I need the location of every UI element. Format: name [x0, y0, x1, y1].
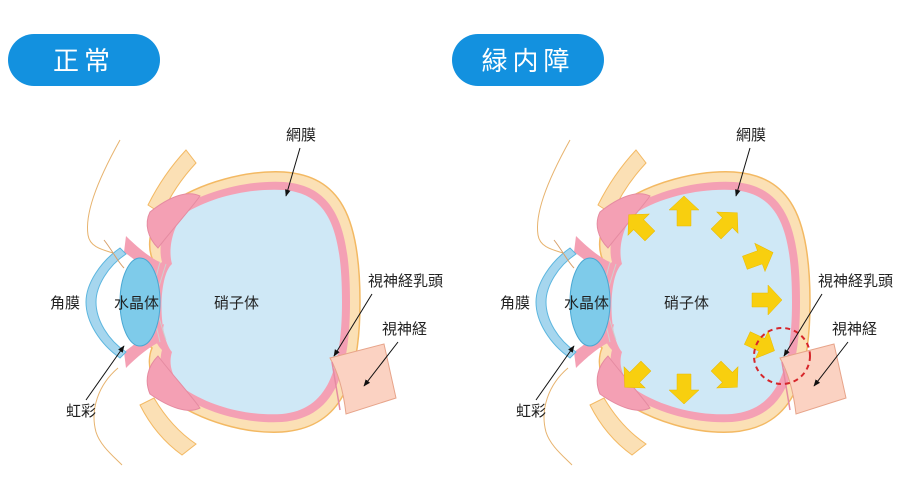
panel-glaucoma: 緑内障 網膜 視神経乳頭 視神経 角膜 水晶体 硝子: [452, 34, 893, 466]
panel-title: 緑内障: [481, 47, 574, 77]
label-cornea: 角膜: [50, 294, 80, 312]
badge-shape: [452, 34, 604, 86]
labels-normal: 網膜 視神経乳頭 視神経 角膜 水晶体 硝子体 虹彩: [50, 126, 443, 420]
leader-iris: [85, 345, 125, 401]
label-lens: 水晶体: [114, 294, 159, 312]
label-vitreous: 硝子体: [664, 294, 709, 312]
label-optic-nerve: 視神経: [832, 320, 877, 338]
label-optic-nerve: 視神経: [382, 320, 427, 338]
dashed-circle-icon: [753, 327, 811, 385]
label-iris: 虹彩: [516, 402, 546, 420]
leader-optic-nerve: [363, 341, 399, 387]
label-cornea: 角膜: [500, 294, 530, 312]
labels-glaucoma: 網膜 視神経乳頭 視神経 角膜 水晶体 硝子体 虹彩: [500, 126, 893, 420]
badge-shape: [8, 34, 160, 86]
label-retina: 網膜: [286, 126, 316, 144]
label-iris: 虹彩: [66, 402, 96, 420]
leader-retina: [735, 147, 751, 197]
panel-normal: 正常 網膜 視神経乳頭 視神経 角膜 水晶体 硝子体 虹彩: [8, 34, 443, 466]
leader-optic-nerve: [813, 341, 849, 387]
leader-optic-disc: [333, 293, 373, 357]
leader-optic-disc: [783, 293, 823, 357]
leader-iris: [535, 345, 575, 401]
label-optic-disc: 視神経乳頭: [818, 272, 893, 290]
label-retina: 網膜: [736, 126, 766, 144]
label-vitreous: 硝子体: [214, 294, 259, 312]
label-optic-disc: 視神経乳頭: [368, 272, 443, 290]
leader-retina: [285, 147, 301, 197]
title-badge-glaucoma: 緑内障: [452, 34, 604, 86]
title-badge-normal: 正常: [8, 34, 160, 86]
panel-title: 正常: [53, 47, 115, 77]
label-lens: 水晶体: [564, 294, 609, 312]
